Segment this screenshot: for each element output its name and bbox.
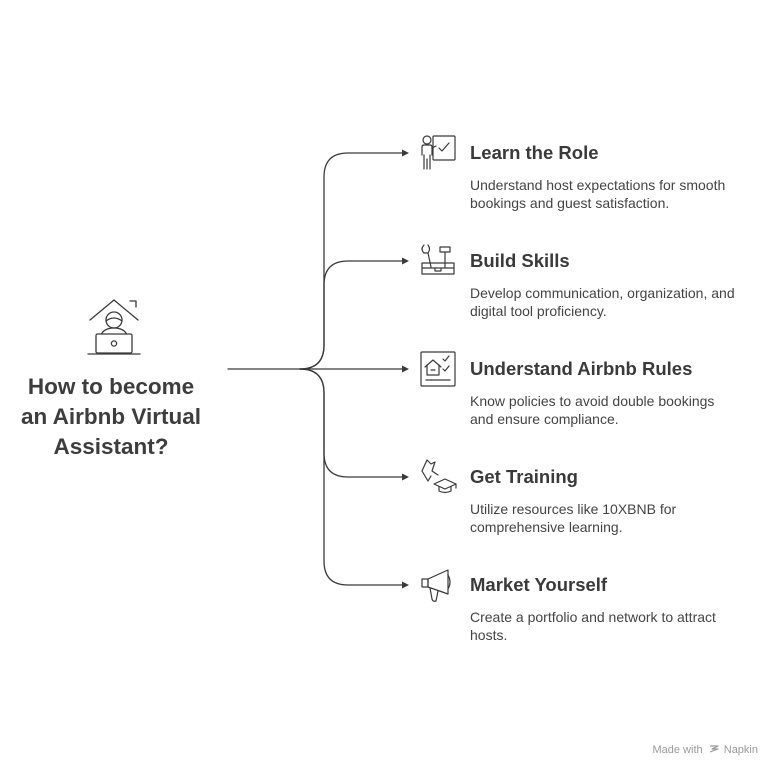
presenter-board-icon	[421, 135, 456, 170]
description-line: and ensure compliance.	[470, 410, 619, 427]
graduation-cap-icon	[421, 459, 457, 494]
arrow-head-market-yourself	[402, 581, 409, 589]
step-description-market-yourself: Create a portfolio and network to attrac…	[470, 609, 770, 644]
step-heading-airbnb-rules: Understand Airbnb Rules	[470, 358, 693, 379]
step-heading-market-yourself: Market Yourself	[470, 574, 608, 595]
description-line: digital tool proficiency.	[470, 302, 607, 319]
branch-line-get-training	[299, 368, 405, 478]
description-line: bookings and guest satisfaction.	[470, 194, 670, 211]
made-with-label: Made with	[652, 744, 703, 756]
step-heading-build-skills: Build Skills	[470, 250, 570, 271]
description-line: Develop communication, organization, and	[470, 285, 735, 301]
step-heading-learn-role: Learn the Role	[470, 142, 599, 163]
step-description-get-training: Utilize resources like 10XBNB for compre…	[470, 501, 770, 536]
toolbox-icon	[421, 244, 455, 275]
napkin-logo-icon	[709, 745, 719, 753]
step-heading-get-training: Get Training	[470, 466, 578, 487]
arrow-head-build-skills	[402, 257, 409, 265]
description-line: comprehensive learning.	[470, 518, 623, 535]
step-description-learn-role: Understand host expectations for smooth …	[470, 177, 770, 212]
napkin-brand-label: Napkin	[723, 744, 758, 756]
step-description-build-skills: Develop communication, organization, and…	[470, 285, 770, 320]
description-line: hosts.	[470, 626, 508, 643]
step-description-airbnb-rules: Know policies to avoid double bookings a…	[470, 393, 770, 428]
arrow-head-airbnb-rules	[402, 365, 409, 373]
arrow-head-learn-role	[402, 149, 409, 157]
branch-line-build-skills	[299, 260, 405, 370]
made-with-credit: Made with Napkin	[652, 744, 758, 756]
checklist-house-icon	[420, 351, 456, 387]
description-line: Utilize resources like 10XBNB for	[470, 501, 677, 517]
arrow-head-get-training	[402, 473, 409, 481]
title-line: an Airbnb Virtual	[20, 404, 202, 429]
description-line: Know policies to avoid double bookings	[470, 393, 715, 409]
description-line: Understand host expectations for smooth	[470, 177, 726, 193]
house-laptop-icon	[87, 299, 141, 355]
diagram-title: How to become an Airbnb Virtual Assistan…	[0, 372, 222, 462]
title-line: How to become	[27, 374, 195, 399]
description-line: Create a portfolio and network to attrac…	[470, 609, 716, 625]
title-line: Assistant?	[53, 434, 169, 459]
branch-line-market-yourself	[299, 368, 405, 586]
megaphone-icon	[421, 569, 451, 602]
